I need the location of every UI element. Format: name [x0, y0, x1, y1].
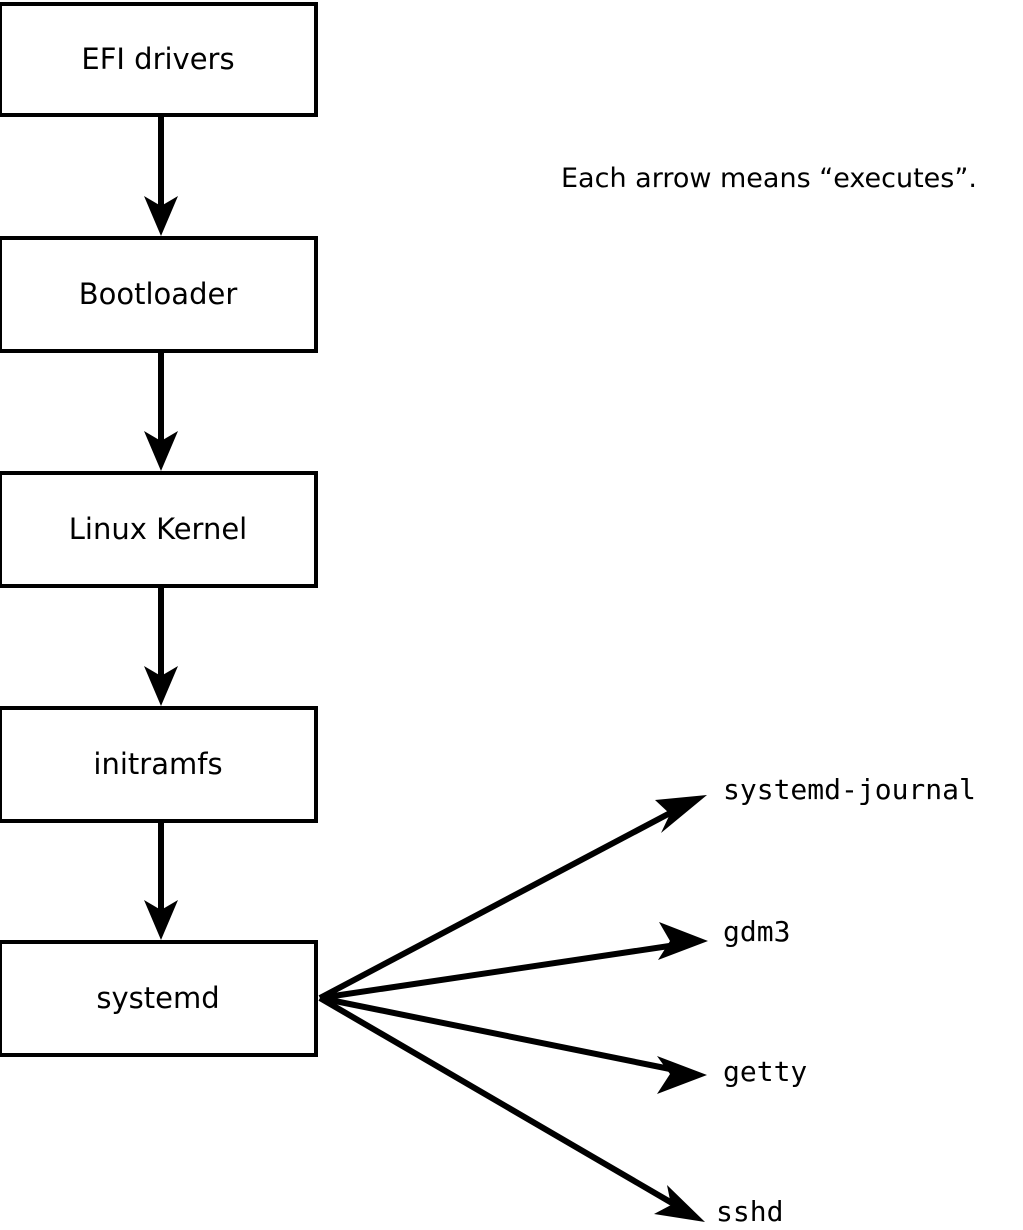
node-linux-kernel[interactable]: Linux Kernel	[0, 471, 318, 588]
arrow-bootloader-to-kernel	[144, 353, 178, 471]
leaf-label-getty: getty	[723, 1055, 808, 1088]
arrow-systemd-to-getty	[319, 995, 707, 1094]
node-label-linux-kernel: Linux Kernel	[68, 512, 248, 546]
arrow-systemd-to-sshd	[318, 995, 705, 1222]
node-label-initramfs: initramfs	[93, 747, 223, 781]
arrow-kernel-to-initramfs	[144, 588, 178, 706]
node-systemd[interactable]: systemd	[0, 940, 318, 1057]
node-label-efi-drivers: EFI drivers	[81, 42, 235, 76]
leaf-label-systemd-journal: systemd-journal	[723, 773, 976, 806]
legend-annotation: Each arrow means “executes”.	[561, 163, 977, 194]
arrow-systemd-to-gdm3	[319, 922, 708, 1001]
node-label-bootloader: Bootloader	[78, 277, 238, 311]
leaf-label-gdm3: gdm3	[723, 915, 791, 948]
leaf-label-sshd: sshd	[716, 1195, 784, 1228]
arrow-efi-to-bootloader	[144, 117, 178, 236]
node-initramfs[interactable]: initramfs	[0, 706, 318, 823]
node-bootloader[interactable]: Bootloader	[0, 236, 318, 353]
arrow-systemd-to-systemd-journal	[318, 795, 707, 1001]
node-label-systemd: systemd	[96, 981, 220, 1015]
node-efi-drivers[interactable]: EFI drivers	[0, 2, 318, 117]
arrow-initramfs-to-systemd	[144, 823, 178, 940]
